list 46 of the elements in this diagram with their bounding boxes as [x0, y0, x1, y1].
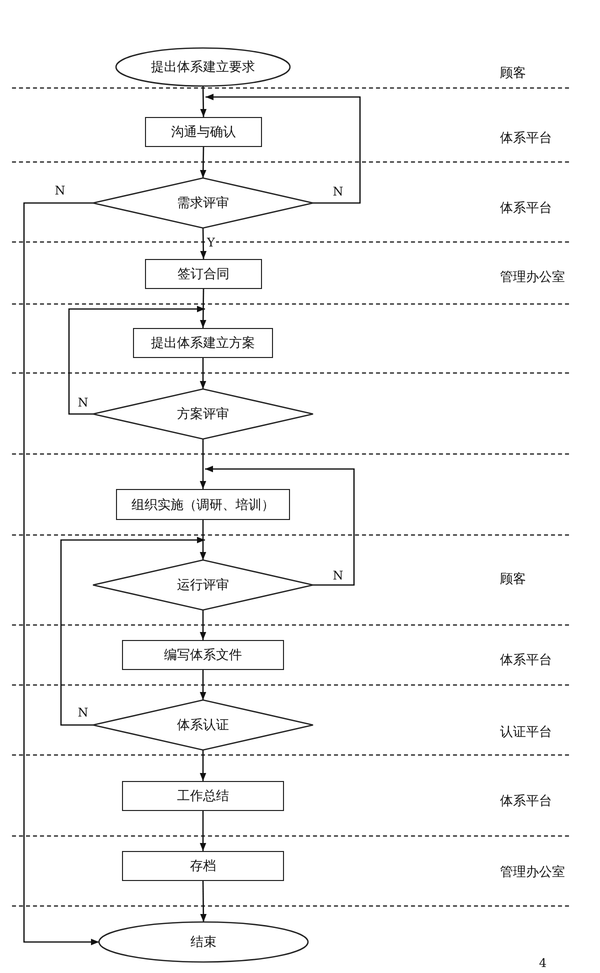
arrow: [23, 202, 99, 946]
process-box: 编写体系文件: [122, 640, 284, 670]
process-box: 沟通与确认: [145, 117, 262, 147]
arrow: [68, 306, 205, 415]
arrow: [200, 520, 206, 560]
arrow: [206, 94, 361, 204]
edge-label: N: [332, 186, 344, 198]
role-label: 认证平台: [500, 724, 552, 741]
role-label: 顾客: [500, 571, 526, 588]
role-label: 顾客: [500, 65, 526, 82]
role-label: 体系平台: [500, 130, 552, 147]
edge-label: N: [76, 706, 90, 720]
process-box: 工作总结: [122, 781, 284, 811]
page-number: 4: [539, 956, 547, 970]
arrow: [200, 811, 206, 851]
role-label: 管理办公室: [500, 269, 565, 286]
role-label: 体系平台: [500, 200, 552, 217]
terminal-ellipse: 结束: [99, 922, 308, 962]
process-box: 提出体系建立方案: [133, 328, 273, 358]
decision-diamond: 需求评审: [93, 178, 313, 228]
process-box: 组织实施（调研、培训）: [116, 489, 290, 520]
arrow: [200, 358, 206, 389]
arrow: [200, 146, 206, 178]
terminal-ellipse: 提出体系建立要求: [116, 48, 290, 86]
edge-label: N: [54, 184, 66, 198]
edge-label: Y: [206, 236, 216, 250]
arrow: [200, 750, 206, 781]
edge-label: N: [76, 396, 90, 410]
role-label: 管理办公室: [500, 864, 565, 881]
arrow: [200, 289, 206, 328]
decision-diamond: 体系认证: [93, 700, 313, 750]
arrow: [200, 881, 207, 922]
decision-diamond: 方案评审: [93, 389, 313, 439]
arrow: [200, 228, 207, 260]
arrow: [200, 86, 207, 118]
arrow: [200, 610, 206, 640]
arrow: [200, 439, 206, 489]
edge-label: N: [332, 570, 344, 582]
arrow: [200, 670, 206, 700]
arrow: [205, 466, 355, 586]
process-box: 签订合同: [145, 259, 262, 289]
arrow: [60, 536, 205, 726]
process-box: 存档: [122, 851, 284, 881]
decision-diamond: 运行评审: [93, 560, 313, 610]
role-label: 体系平台: [500, 652, 552, 669]
role-label: 体系平台: [500, 793, 552, 810]
